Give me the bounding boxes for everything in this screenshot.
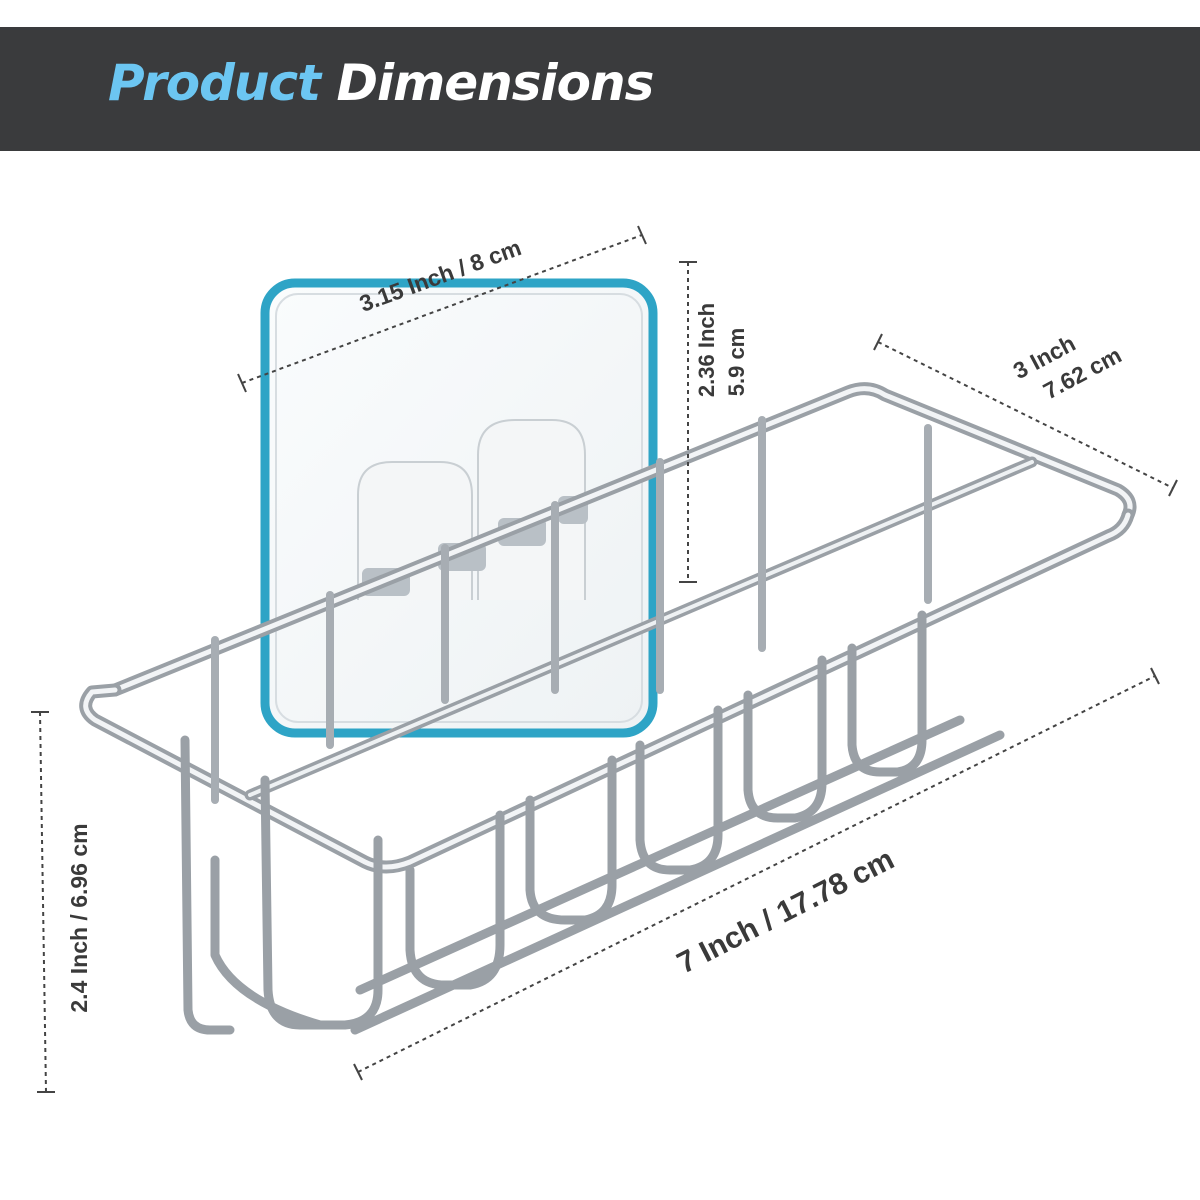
dimension-lines xyxy=(31,225,1178,1093)
plate-height-inch-label: 2.36 Inch xyxy=(694,303,719,397)
title-main: Dimensions xyxy=(336,54,654,112)
page-title: Product Dimensions xyxy=(108,58,654,108)
adhesive-plate xyxy=(260,278,658,738)
header-banner xyxy=(0,27,1200,151)
title-accent: Product xyxy=(108,54,321,112)
wire-basket xyxy=(79,382,1137,1035)
height-label: 2.4 Inch / 6.96 cm xyxy=(66,823,92,1012)
plate-height-cm-label: 5.9 cm xyxy=(724,328,749,397)
